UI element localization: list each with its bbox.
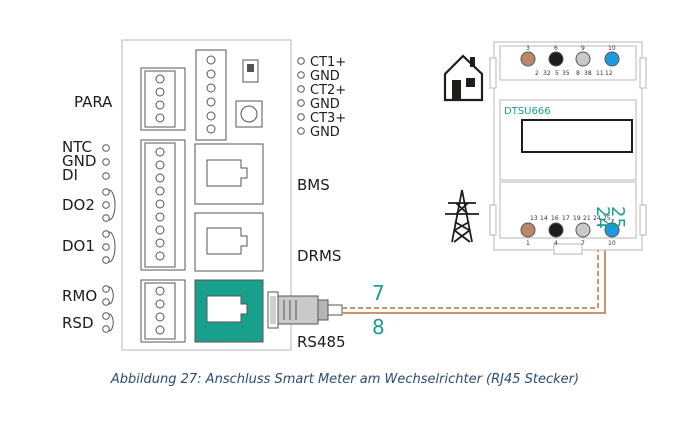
meter-top-terminal-3: 3 (526, 45, 530, 52)
svg-text:35: 35 (562, 70, 570, 77)
svg-text:2: 2 (535, 70, 539, 77)
label-ct3-gnd: GND (310, 125, 340, 140)
figure-caption: Abbildung 27: Anschluss Smart Meter am W… (110, 372, 580, 387)
house-icon (443, 54, 484, 102)
svg-text:32: 32 (543, 70, 551, 77)
io-terminal-block (140, 139, 186, 271)
svg-text:11: 11 (596, 70, 604, 77)
label-ct3: CT3+ (310, 111, 346, 126)
svg-text:38: 38 (584, 70, 592, 77)
label-di: DI (62, 166, 78, 184)
wire-label-8: 8 (372, 315, 385, 339)
meter-top-terminal-10: 10 (608, 45, 616, 52)
label-ct1-gnd: GND (310, 69, 340, 84)
label-drms: DRMS (297, 247, 341, 265)
label-bms: BMS (297, 176, 330, 194)
wire-label-25: 25 (607, 206, 628, 229)
svg-text:13: 13 (530, 215, 538, 222)
meter-model-label: DTSU666 (504, 106, 551, 117)
meter-top-terminal-9: 9 (581, 45, 585, 52)
power-pylon-icon (445, 189, 479, 243)
rsd-terminal-block (140, 279, 186, 343)
para-terminal-block (140, 67, 186, 131)
label-ct2: CT2+ (310, 83, 346, 98)
svg-text:8: 8 (576, 70, 580, 77)
svg-text:12: 12 (605, 70, 613, 77)
label-rmo: RMO (62, 287, 97, 305)
svg-text:21: 21 (583, 215, 591, 222)
smart-meter: 3 6 9 10 2 32 5 35 8 38 11 12 DTSU666 13… (489, 41, 647, 255)
svg-text:17: 17 (562, 215, 570, 222)
wire-label-7: 7 (372, 281, 385, 305)
svg-text:25: 25 (603, 215, 611, 222)
label-rs485: RS485 (297, 333, 346, 351)
meter-bottom-terminal-1: 1 (526, 240, 530, 247)
inverter (121, 39, 292, 351)
wire-label-24: 24 (592, 206, 613, 229)
label-do1: DO1 (62, 237, 95, 255)
svg-text:16: 16 (551, 215, 559, 222)
label-ct1: CT1+ (310, 55, 346, 70)
meter-top-terminal-6: 6 (554, 45, 558, 52)
svg-text:19: 19 (573, 215, 581, 222)
meter-bottom-terminal-10: 10 (608, 240, 616, 247)
label-para: PARA (74, 93, 113, 111)
left-terminal-circles (102, 144, 110, 333)
meter-bottom-numbers: 13 14 16 17 19 21 24 25 (530, 215, 611, 222)
label-rsd: RSD (62, 314, 94, 332)
meter-top-numbers: 2 32 5 35 8 38 11 12 (535, 70, 613, 77)
label-do2: DO2 (62, 196, 95, 214)
meter-bottom-terminal-7: 7 (581, 240, 585, 247)
drms-port (194, 212, 264, 272)
ct-labels: CT1+ GND CT2+ GND CT3+ GND (297, 55, 346, 140)
rj45-plug (267, 291, 343, 329)
label-gnd: GND (62, 152, 96, 170)
label-ntc: NTC (62, 138, 92, 156)
svg-text:14: 14 (540, 215, 548, 222)
svg-text:5: 5 (555, 70, 559, 77)
meter-bottom-terminal-4: 4 (554, 240, 558, 247)
svg-text:24: 24 (593, 215, 601, 222)
inverter-left-labels: PARA NTC GND DI DO2 DO1 RMO RSD (62, 93, 116, 333)
bms-port (194, 143, 264, 205)
label-ct2-gnd: GND (310, 97, 340, 112)
ct-terminal-block (195, 49, 227, 141)
rs485-port (194, 279, 264, 343)
